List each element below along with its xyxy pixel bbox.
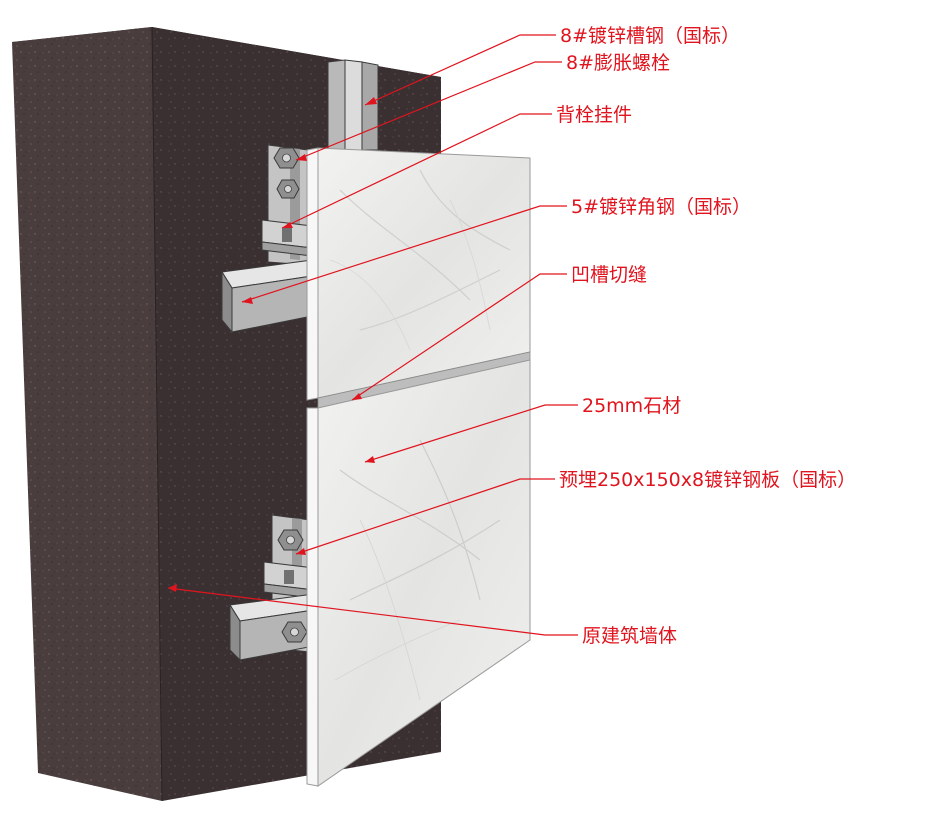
lower-bolt-bottom <box>281 621 308 643</box>
leader-back-anchor <box>281 113 552 229</box>
arrowhead-groove-joint <box>352 393 362 400</box>
label-groove-joint: 凹槽切缝 <box>571 264 647 286</box>
arrowhead-original-wall <box>168 584 177 592</box>
upper-bolt-mid <box>276 179 300 199</box>
label-expansion-bolt: 8#膨胀螺栓 <box>566 52 670 74</box>
leader-embedded-plate <box>295 478 555 555</box>
arrowhead-channel-steel <box>365 97 377 105</box>
arrowhead-embedded-plate <box>296 548 306 555</box>
annotation-labels: 8#镀锌槽钢（国标） 8#膨胀螺栓 背栓挂件 5#镀锌角钢（国标） 凹槽切缝 2… <box>556 25 856 647</box>
upper-bolt-top <box>273 147 300 169</box>
leader-expansion-bolt <box>295 61 562 161</box>
label-angle-steel: 5#镀锌角钢（国标） <box>571 196 751 218</box>
arrowhead-angle-steel <box>242 297 253 304</box>
lower-stone-panel <box>306 359 531 787</box>
leader-groove-joint <box>351 273 567 401</box>
lower-back-anchor-clip <box>263 561 315 599</box>
label-embedded-plate: 预埋250x150x8镀锌钢板（国标） <box>559 469 856 491</box>
label-stone-25mm: 25mm石材 <box>582 395 681 417</box>
leader-original-wall <box>167 587 578 636</box>
leader-stone <box>364 404 578 463</box>
arrowhead-expansion-bolt <box>296 154 307 161</box>
leader-angle-steel <box>241 205 567 303</box>
leader-channel-steel <box>364 34 556 106</box>
lower-bolt-top <box>277 529 304 551</box>
arrowhead-stone <box>365 456 375 463</box>
label-channel-steel: 8#镀锌槽钢（国标） <box>560 25 740 47</box>
lower-bracket-assembly <box>229 514 315 662</box>
label-back-anchor: 背栓挂件 <box>556 104 632 126</box>
label-original-wall: 原建筑墙体 <box>582 625 677 647</box>
arrowhead-back-anchor <box>282 222 293 228</box>
annotation-leaders <box>167 34 578 636</box>
upper-stone-panel <box>306 147 531 401</box>
